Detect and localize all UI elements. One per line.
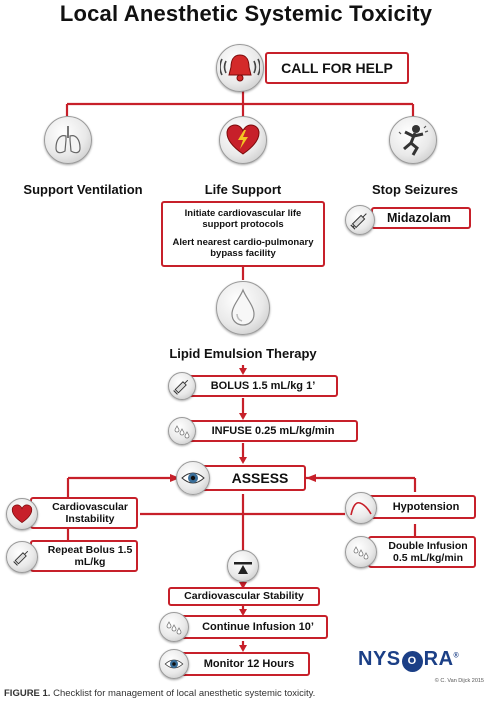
heart-icon [6, 498, 38, 530]
syringe-icon [345, 205, 375, 235]
figure-caption: FIGURE 1. Checklist for management of lo… [4, 688, 315, 699]
logo-o: O [401, 651, 423, 672]
caption-label: FIGURE 1. [4, 688, 51, 699]
eye-icon [159, 649, 189, 679]
life-support-line-2: Alert nearest cardio-pulmonary bypass fa… [172, 236, 314, 259]
repeat-bolus-box: Repeat Bolus 1.5 mL/kg [30, 540, 138, 572]
support-ventilation-heading: Support Ventilation [23, 182, 143, 197]
life-support-line-1: Initiate cardiovascular life support pro… [184, 207, 302, 230]
logo-suffix: RA [423, 648, 454, 670]
page-title: Local Anesthetic Systemic Toxicity [59, 1, 433, 26]
syringe-icon [168, 372, 196, 400]
infuse-box: INFUSE 0.25 mL/kg/min [188, 420, 358, 442]
stop-seizures-heading: Stop Seizures [372, 182, 458, 197]
drop-icon [216, 281, 270, 335]
cv-instability-box: Cardiovascular Instability [30, 497, 138, 529]
copyright: © C. Van Dijck 2015 [434, 678, 484, 684]
lipid-emulsion-heading: Lipid Emulsion Therapy [169, 346, 317, 361]
double-infusion-box: Double Infusion 0.5 mL/kg/min [368, 536, 476, 568]
assess-box: ASSESS [198, 465, 306, 491]
monitor-box: Monitor 12 Hours [178, 652, 310, 676]
seizure-person-icon [389, 116, 437, 164]
syringe-icon [6, 541, 38, 573]
midazolam-box: Midazolam [371, 207, 471, 229]
drops-icon [168, 417, 196, 445]
lungs-icon [44, 116, 92, 164]
bolus-box: BOLUS 1.5 mL/kg 1’ [188, 375, 338, 397]
cv-stability-box: Cardiovascular Stability [168, 587, 320, 606]
caption-text: Checklist for management of local anesth… [50, 688, 316, 699]
life-support-box: Initiate cardiovascular life support pro… [161, 201, 325, 267]
logo-mark: ® [453, 652, 460, 660]
call-for-help-box: CALL FOR HELP [265, 52, 409, 84]
hypotension-curve-icon [345, 492, 377, 524]
continue-infusion-box: Continue Infusion 10’ [178, 615, 328, 639]
logo-prefix: NYS [358, 648, 401, 670]
drops-icon [159, 612, 189, 642]
alarm-bell-icon [216, 44, 264, 92]
eye-icon [176, 461, 210, 495]
hypotension-box: Hypotension [368, 495, 476, 519]
heart-lightning-icon [219, 116, 267, 164]
life-support-heading: Life Support [204, 182, 282, 197]
drops-icon [345, 536, 377, 568]
balance-icon [227, 550, 259, 582]
